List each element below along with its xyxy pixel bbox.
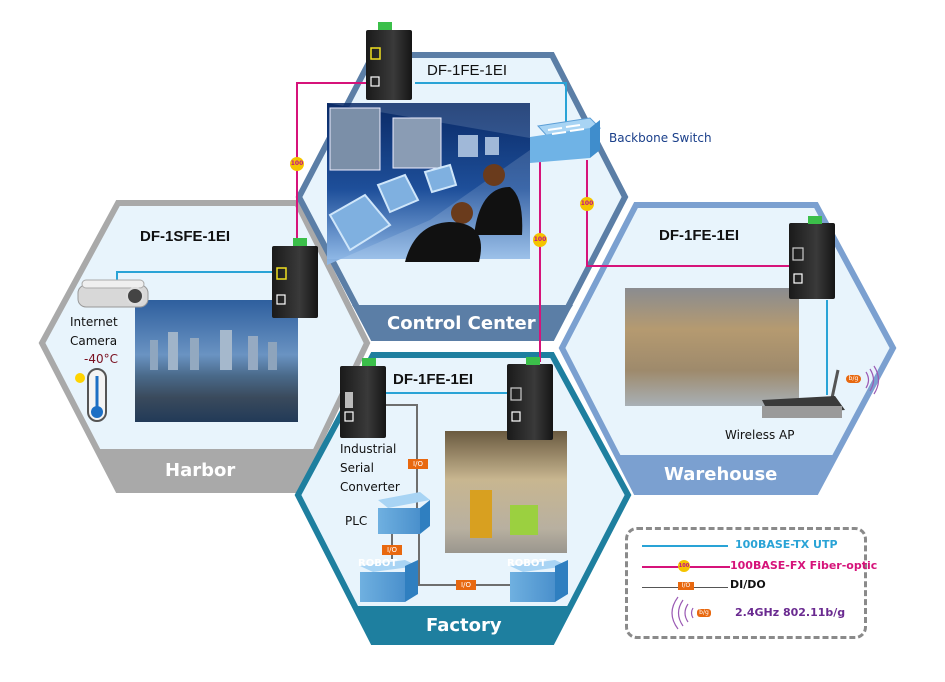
legend-fiber-badge: 100 (678, 560, 690, 572)
zone-label-factory: Factory (426, 615, 502, 636)
factory-converter-label: DF-1FE-1EI (393, 371, 474, 388)
zone-label-warehouse: Warehouse (664, 464, 778, 485)
plc-label: PLC (345, 514, 368, 528)
robot-1-device (360, 560, 418, 602)
plc-device (378, 492, 430, 534)
serial-label-line2: Serial (340, 461, 374, 475)
warehouse-image (625, 288, 799, 406)
converter-harbor (272, 238, 318, 318)
legend-wireless-badge: b/g (697, 609, 711, 617)
warehouse-converter-label: DF-1FE-1EI (659, 227, 740, 244)
io-badge: I/O (408, 459, 428, 469)
legend-line-utp (642, 545, 728, 547)
io-badge: I/O (456, 580, 476, 590)
fiber-link-switch-warehouse (586, 160, 795, 267)
legend-label-dido: DI/DO (730, 578, 766, 591)
fiber-badge: 100 (533, 233, 547, 247)
converter-warehouse (789, 216, 835, 299)
internet-camera-label: Internet Camera (70, 313, 118, 351)
utp-link-cc-switch (415, 82, 567, 125)
legend: 100BASE-TX UTP 100 100BASE-FX Fiber-opti… (625, 527, 877, 639)
converter-factory (507, 357, 553, 440)
converter-cc (366, 22, 412, 100)
dido-link-plc (385, 404, 418, 510)
wireless-ap-device (762, 369, 845, 418)
serial-label-line1: Industrial (340, 442, 397, 456)
serial-label-line3: Converter (340, 480, 400, 494)
harbor-converter-label: DF-1SFE-1EI (140, 228, 231, 245)
control-room-image (327, 103, 530, 265)
zone-label-control-center: Control Center (387, 313, 536, 334)
factory-image (445, 431, 567, 553)
backbone-switch-device (530, 117, 602, 163)
legend-io-badge: I/O (678, 582, 694, 590)
forklift-yellow (470, 490, 492, 538)
harbor-skyline (150, 330, 277, 370)
robot-2-label: ROBOT (507, 558, 547, 569)
legend-label-utp: 100BASE-TX UTP (735, 538, 838, 551)
forklift-green (510, 505, 538, 535)
legend-label-fiber: 100BASE-FX Fiber-optic (730, 559, 878, 572)
zone-label-harbor: Harbor (165, 460, 236, 481)
temperature-label: -40°C (84, 352, 118, 366)
serial-converter (340, 358, 386, 438)
wireless-ap-label: Wireless AP (725, 428, 795, 442)
legend-label-wireless: 2.4GHz 802.11b/g (735, 606, 846, 619)
camera-label-line2: Camera (70, 334, 118, 348)
fiber-link-cc-harbor (296, 82, 368, 240)
robot-1-label: ROBOT (358, 558, 398, 569)
wireless-waves-icon (865, 365, 880, 395)
camera-label-line1: Internet (70, 315, 118, 329)
fiber-badge: 100 (290, 157, 304, 171)
serial-converter-label: Industrial Serial Converter (340, 440, 400, 497)
thermometer-icon (75, 368, 107, 422)
cc-converter-label: DF-1FE-1EI (427, 62, 508, 79)
robot-2-device (510, 560, 568, 602)
legend-wireless-waves-icon (671, 596, 694, 630)
connections (116, 82, 828, 586)
wireless-badge: b/g (846, 375, 861, 383)
fiber-badge: 100 (580, 197, 594, 211)
io-badge: I/O (382, 545, 402, 555)
internet-camera-device (77, 279, 149, 308)
dido-link-robot2 (418, 530, 510, 586)
backbone-switch-label: Backbone Switch (609, 131, 712, 145)
